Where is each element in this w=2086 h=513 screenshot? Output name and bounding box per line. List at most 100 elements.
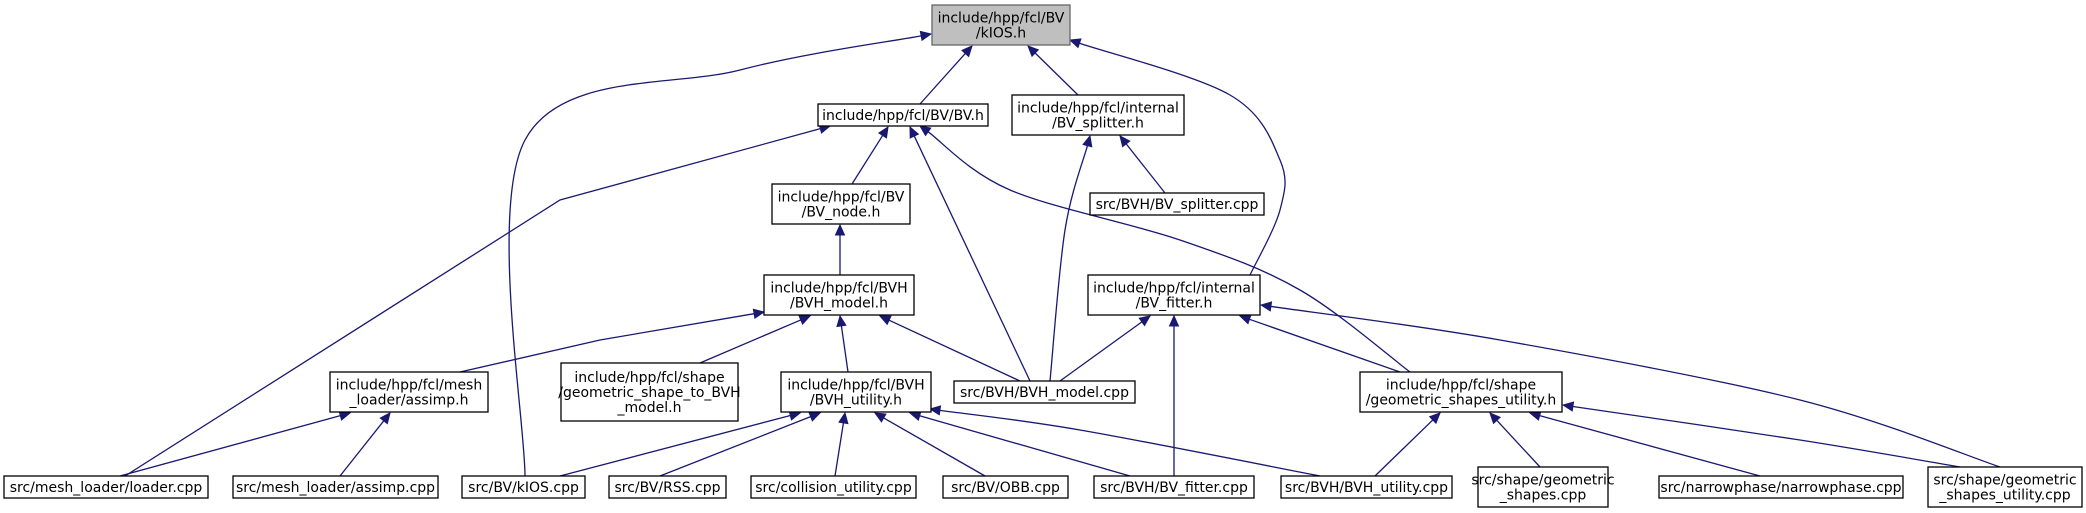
node-kios-cpp[interactable]: src/BV/kIOS.cpp [461, 475, 586, 499]
node-box [771, 183, 911, 225]
node-box [953, 380, 1136, 404]
edge-geometric_shapes_utility_h-includes-bv_fitter_h [1238, 314, 1401, 373]
edge-assimp_cpp-includes-assimp_h [339, 412, 391, 477]
node-box [1093, 475, 1255, 499]
node-label: src/collision_utility.cpp [755, 480, 912, 496]
edge-bvh_model_cpp-includes-bv_splitter_h [1049, 134, 1093, 382]
node-bv-h[interactable]: include/hpp/fcl/BV/BV.h [817, 103, 989, 127]
node-box [1658, 475, 1904, 499]
node-box [329, 371, 489, 413]
edge-line [1572, 405, 1961, 468]
node-label: include/hpp/fcl/BVH [787, 378, 924, 394]
arrowhead [1082, 134, 1093, 148]
node-box [1087, 274, 1261, 316]
edge-line [927, 131, 1411, 373]
node-label: include/hpp/fcl/shape [1386, 378, 1536, 394]
edge-line [559, 414, 791, 477]
arrowhead [836, 314, 847, 328]
node-geometric-shapes-utility-cpp[interactable]: src/shape/geometric_shapes_utility.cpp [1927, 466, 2083, 508]
node-box [1927, 466, 2083, 508]
node-geometric-shapes-cpp[interactable]: src/shape/geometric_shapes.cpp [1471, 466, 1615, 508]
node-bv-splitter-h[interactable]: include/hpp/fcl/internal/BV_splitter.h [1011, 94, 1185, 136]
node-label: _model.h [617, 400, 682, 416]
edge-line [888, 319, 1021, 382]
edge-line [883, 417, 986, 477]
node-bvh-utility-h[interactable]: include/hpp/fcl/BVH/BVH_utility.h [780, 371, 932, 413]
edge-line [919, 415, 1131, 477]
edge-bv_fitter_cpp-includes-bvh_utility_h [908, 410, 1131, 477]
edge-collision_utility_cpp-includes-bvh_utility_h [834, 411, 849, 477]
arrowhead [878, 315, 892, 326]
node-bv-node-h[interactable]: include/hpp/fcl/BV/BV_node.h [771, 183, 911, 225]
edge-bvh_utility_h-includes-bvh_model_h [836, 314, 849, 373]
edge-line [699, 319, 802, 364]
arrowhead [1068, 38, 1082, 49]
node-label: /BVH_utility.h [810, 393, 902, 409]
node-box [1011, 94, 1185, 136]
edge-geometric_shape_to_bvh_h-includes-bvh_model_h [699, 315, 812, 364]
node-label: src/narrowphase/narrowphase.cpp [1660, 480, 1901, 496]
arrowhead [798, 315, 812, 325]
node-assimp-h[interactable]: include/hpp/fcl/mesh_loader/assimp.h [329, 371, 489, 413]
edge-bvh_model_h-includes-bv_node_h [834, 223, 846, 275]
edge-bv_node_h-includes-bv_h [851, 125, 889, 185]
node-label: include/hpp/fcl/BV [938, 11, 1065, 27]
arrowhead [1561, 401, 1575, 412]
edge-line [119, 415, 341, 477]
node-label: include/hpp/fcl/shape [574, 370, 724, 386]
edge-geometric_shapes_utility_cpp-includes-bv_fitter_h [1259, 301, 2001, 468]
arrowhead [919, 30, 933, 42]
node-bv-splitter-cpp[interactable]: src/BVH/BV_splitter.cpp [1089, 192, 1265, 216]
edge-geometric_shapes_utility_h-includes-bv_h [919, 125, 1411, 373]
edge-line [659, 416, 811, 477]
arrowhead [1259, 301, 1273, 312]
node-label: src/BVH/BV_fitter.cpp [1100, 480, 1248, 496]
edge-line [913, 135, 1031, 382]
node-geometric-shape-to-bvh-h[interactable]: include/hpp/fcl/shape/geometric_shape_to… [558, 362, 741, 422]
edge-line [1059, 321, 1143, 382]
node-assimp-cpp[interactable]: src/mesh_loader/assimp.cpp [232, 475, 439, 499]
edge-loader_cpp-includes-bv_h [124, 123, 832, 477]
node-narrowphase-cpp[interactable]: src/narrowphase/narrowphase.cpp [1658, 475, 1904, 499]
arrowhead [1027, 45, 1040, 58]
node-label: /geometric_shapes_utility.h [1366, 393, 1557, 409]
node-loader-cpp[interactable]: src/mesh_loader/loader.cpp [3, 475, 209, 499]
node-label: src/BVH/BV_splitter.cpp [1096, 197, 1259, 213]
edge-line [939, 409, 1321, 477]
edge-line [1539, 415, 1761, 477]
edge-line [459, 313, 755, 373]
node-kios-h[interactable]: include/hpp/fcl/BV/kIOS.h [931, 4, 1071, 46]
node-geometric-shapes-utility-h[interactable]: include/hpp/fcl/shape/geometric_shapes_u… [1359, 371, 1563, 413]
edge-line [834, 422, 845, 477]
arrowhead [1489, 412, 1502, 425]
node-label: _shapes.cpp [1499, 488, 1587, 504]
node-collision-utility-cpp[interactable]: src/collision_utility.cpp [750, 475, 917, 499]
node-bv-fitter-cpp[interactable]: src/BVH/BV_fitter.cpp [1093, 475, 1255, 499]
node-label: src/shape/geometric [1933, 473, 2076, 489]
arrowhead [908, 410, 922, 421]
edge-line [840, 325, 849, 373]
node-label: src/mesh_loader/assimp.cpp [236, 480, 435, 496]
node-box [3, 475, 209, 499]
node-label: /BV_splitter.h [1052, 116, 1144, 132]
node-rss-cpp[interactable]: src/BV/RSS.cpp [608, 475, 727, 499]
arrowhead [909, 125, 920, 139]
arrowhead [379, 412, 391, 425]
node-label: src/BV/RSS.cpp [614, 480, 720, 496]
edge-bv_h-includes-kios_h [919, 45, 973, 105]
node-bv-fitter-h[interactable]: include/hpp/fcl/internal/BV_fitter.h [1087, 274, 1261, 316]
node-bvh-model-cpp[interactable]: src/BVH/BVH_model.cpp [953, 380, 1136, 404]
edge-kios_cpp-includes-kios_h [508, 30, 933, 477]
edge-line [1374, 419, 1434, 477]
arrowhead [961, 45, 973, 58]
node-bvh-utility-cpp[interactable]: src/BVH/BVH_utility.cpp [1280, 475, 1453, 499]
node-obb-cpp[interactable]: src/BV/OBB.cpp [942, 475, 1069, 499]
node-label: /BV_node.h [802, 205, 881, 221]
edge-obb_cpp-includes-bvh_utility_h [873, 412, 986, 477]
node-bvh-model-h[interactable]: include/hpp/fcl/BVH/BVH_model.h [763, 274, 915, 316]
node-label: src/BVH/BVH_utility.cpp [1285, 480, 1448, 496]
arrowhead [1238, 314, 1252, 325]
arrowhead [838, 411, 849, 425]
node-label: /BVH_model.h [790, 296, 888, 312]
edge-bvh_model_cpp-includes-bvh_model_h [878, 315, 1021, 382]
